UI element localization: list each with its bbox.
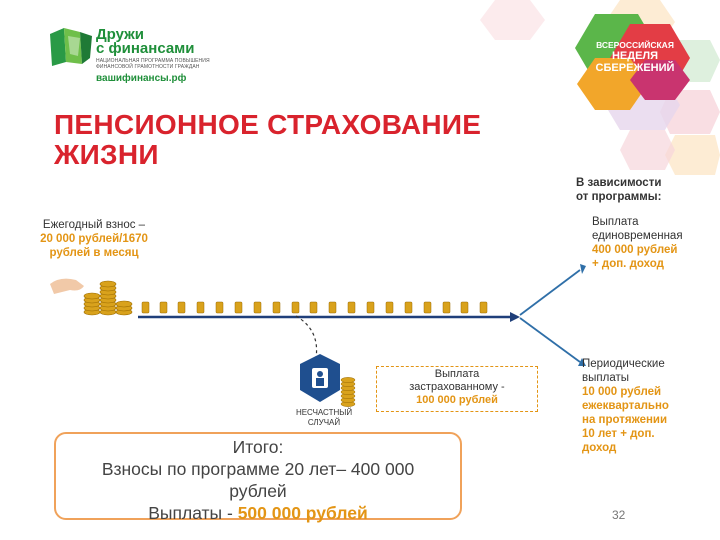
badge-line2: НЕДЕЛЯ (611, 50, 659, 62)
lump-sum-line2: единовременная (592, 230, 683, 242)
logo-line2: с финансами (96, 40, 195, 57)
timeline-arrowhead (510, 312, 520, 322)
badge-line1: ВСЕРОССИЙСКАЯ (596, 40, 674, 50)
dashed-connector (295, 315, 318, 359)
summary-payout-amount: 500 000 рублей (237, 503, 368, 523)
periodic-line5: на протяжении (582, 414, 668, 426)
insured-line1: Выплата (434, 368, 480, 380)
summary-box: Итого: Взносы по программе 20 лет– 400 0… (54, 432, 462, 523)
contribution-line1: Ежегодный взнос – (42, 219, 146, 231)
logo-tagline2: ФИНАНСОВОЙ ГРАМОТНОСТИ ГРАЖДАН (96, 64, 200, 70)
depends-label: В зависимости от программы: (576, 176, 661, 204)
summary-line4: Выплаты - 500 000 рублей (56, 502, 460, 524)
lump-sum-line1: Выплата (592, 216, 639, 228)
contribution-text: Ежегодный взнос – 20 000 рублей/1670 руб… (30, 218, 158, 260)
title-line1: ПЕНСИОННОЕ СТРАХОВАНИЕ (54, 109, 482, 140)
periodic-payout: Периодические выплаты 10 000 рублей ежек… (582, 357, 669, 455)
logo-icon (50, 28, 92, 66)
decorative-hexagons (480, 0, 720, 175)
accident-label: НЕСЧАСТНЫЙ СЛУЧАЙ (288, 408, 360, 428)
accident-line2: СЛУЧАЙ (307, 418, 341, 427)
logo-tagline1: НАЦИОНАЛЬНАЯ ПРОГРАММА ПОВЫШЕНИЯ (96, 58, 210, 64)
logo-text: Дружи с финансами НАЦИОНАЛЬНАЯ ПРОГРАММА… (96, 26, 210, 70)
lump-sum-line3: 400 000 рублей (592, 244, 678, 256)
insured-payout-text: Выплата застрахованному - 100 000 рублей (376, 368, 538, 407)
timeline-coins (141, 301, 488, 314)
periodic-line3: 10 000 рублей (582, 386, 662, 398)
summary-line1: Итого: (232, 437, 284, 457)
logo-site: вашифинансы.рф (96, 73, 187, 84)
periodic-line6: 10 лет + доп. (582, 428, 655, 440)
arrow-to-periodic (519, 317, 581, 363)
periodic-line1: Периодические (582, 358, 665, 370)
insured-line2: застрахованному - (409, 381, 505, 393)
summary-line2: Взносы по программе 20 лет– 400 000 (101, 459, 415, 479)
savings-week-badge: ВСЕРОССИЙСКАЯ НЕДЕЛЯ СБЕРЕЖЕНИЙ (580, 40, 690, 74)
insured-line3: 100 000 рублей (416, 394, 498, 406)
insured-payout-box (376, 366, 538, 412)
page-title: ПЕНСИОННОЕ СТРАХОВАНИЕ ЖИЗНИ (54, 110, 481, 170)
summary-payout-prefix: Выплаты - (148, 503, 238, 523)
periodic-line4: ежеквартально (582, 400, 669, 412)
contribution-line3: рублей в месяц (49, 247, 139, 259)
periodic-line2: выплаты (582, 372, 629, 384)
logo-line1: Дружи (96, 26, 145, 43)
accident-line1: НЕСЧАСТНЫЙ (295, 408, 353, 417)
timeline (138, 301, 520, 322)
arrow-to-lump-sum (519, 269, 581, 316)
summary-line3: рублей (229, 481, 287, 501)
hand-coins-icon (50, 278, 133, 316)
page-number: 32 (612, 508, 626, 522)
title-line2: ЖИЗНИ (54, 139, 159, 170)
periodic-line7: доход (582, 442, 617, 454)
accident-shield-icon (300, 354, 356, 407)
depends-line1: В зависимости (576, 177, 662, 189)
lump-sum-payout: Выплата единовременная 400 000 рублей + … (592, 215, 683, 271)
outcome-arrows (519, 264, 586, 366)
contribution-line2: 20 000 рублей/1670 (40, 233, 148, 245)
badge-line3: СБЕРЕЖЕНИЙ (595, 62, 675, 74)
lump-sum-line4: + доп. доход (592, 258, 664, 270)
depends-line2: от программы: (576, 191, 662, 203)
